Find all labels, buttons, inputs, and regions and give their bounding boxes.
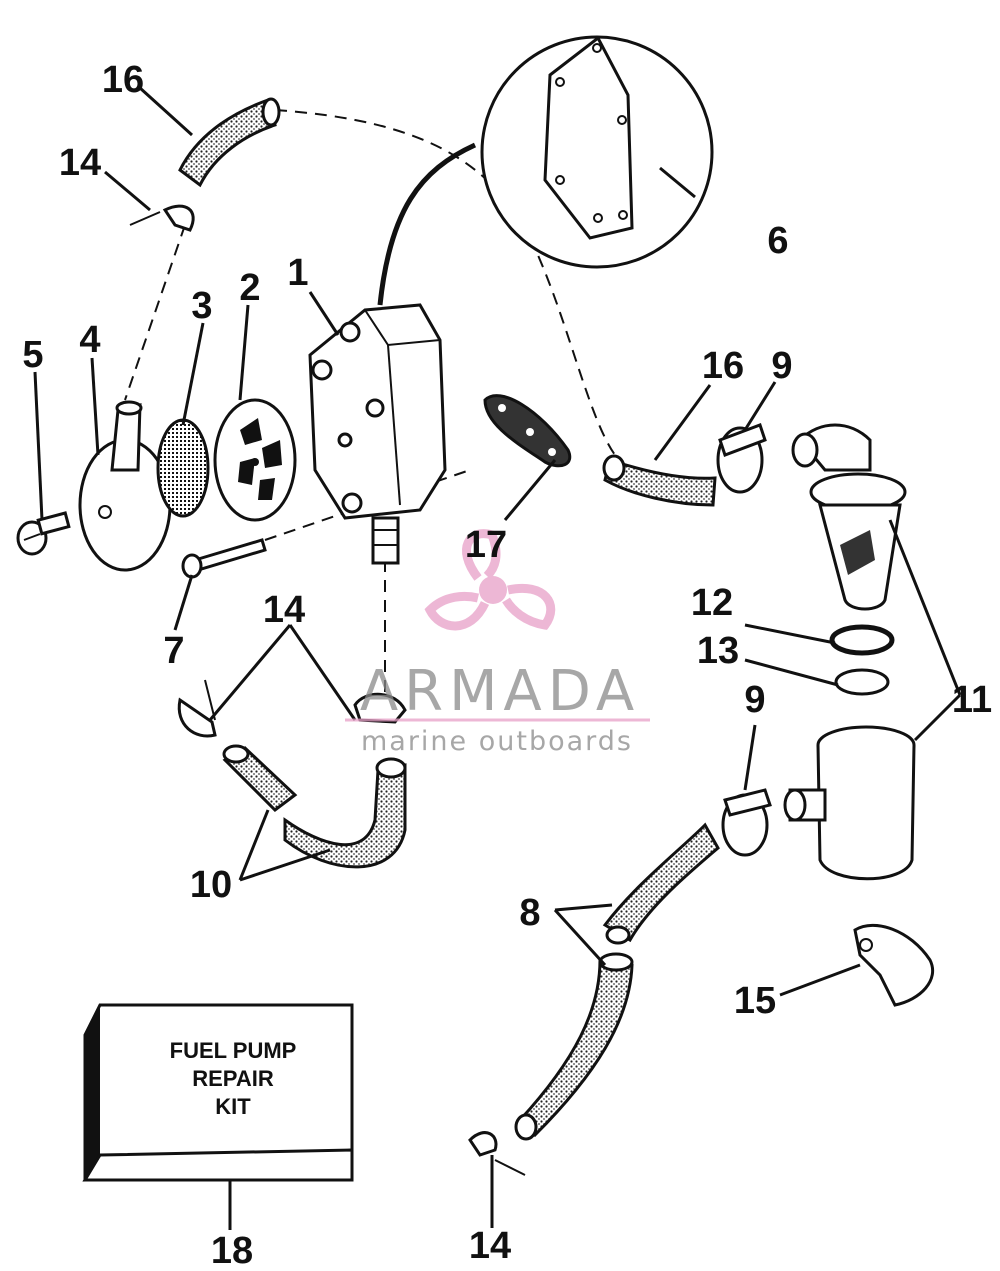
callout-14-bottom: 14 (469, 1225, 511, 1267)
leader-lines (33, 86, 962, 1230)
watermark-tagline: marine outboards (361, 726, 633, 757)
callout-6: 6 (767, 220, 788, 262)
repair-kit-box: FUEL PUMP REPAIR KIT (82, 1003, 354, 1182)
callout-12: 12 (691, 582, 733, 624)
callout-4: 4 (79, 319, 100, 361)
callout-18: 18 (211, 1230, 253, 1271)
callout-13: 13 (697, 630, 739, 672)
fuel-filter-assembly (783, 423, 934, 1007)
callout-numbers: 16 14 1 2 3 4 5 6 16 9 17 7 14 12 13 11 … (22, 59, 992, 1271)
callout-3: 3 (191, 285, 212, 327)
cover-screw (16, 511, 71, 556)
callout-11: 11 (952, 679, 992, 721)
callout-14-top: 14 (59, 142, 101, 184)
callout-16-top: 16 (102, 59, 144, 101)
diaphragm-plate (213, 398, 297, 522)
propeller-logo-icon (424, 529, 556, 631)
fuel-pump-body (308, 303, 447, 565)
callout-9-bottom: 9 (744, 679, 765, 721)
pump-cover (78, 400, 172, 572)
gasket-detail-circle (377, 35, 714, 306)
armada-watermark: ARMADA marine outboards (345, 529, 650, 757)
callout-1: 1 (287, 252, 308, 294)
kit-label-line1: FUEL PUMP (170, 1038, 297, 1063)
callout-2: 2 (239, 267, 260, 309)
callout-10: 10 (190, 864, 232, 906)
callout-15: 15 (734, 980, 776, 1022)
fuel-hoses (178, 97, 720, 1141)
kit-label-line3: KIT (215, 1094, 251, 1119)
kit-label-line2: REPAIR (192, 1066, 274, 1091)
filter-screen (156, 418, 210, 518)
long-screw (181, 538, 267, 579)
pump-gasket (483, 394, 572, 468)
callout-16-right: 16 (702, 345, 744, 387)
callout-14-middle: 14 (263, 589, 305, 631)
callout-17: 17 (465, 524, 507, 566)
callout-7: 7 (163, 630, 184, 672)
callout-8: 8 (519, 892, 540, 934)
watermark-brand: ARMADA (360, 659, 640, 724)
callout-5: 5 (22, 334, 43, 376)
hose-clamps (129, 204, 772, 1176)
callout-9-top: 9 (771, 345, 792, 387)
